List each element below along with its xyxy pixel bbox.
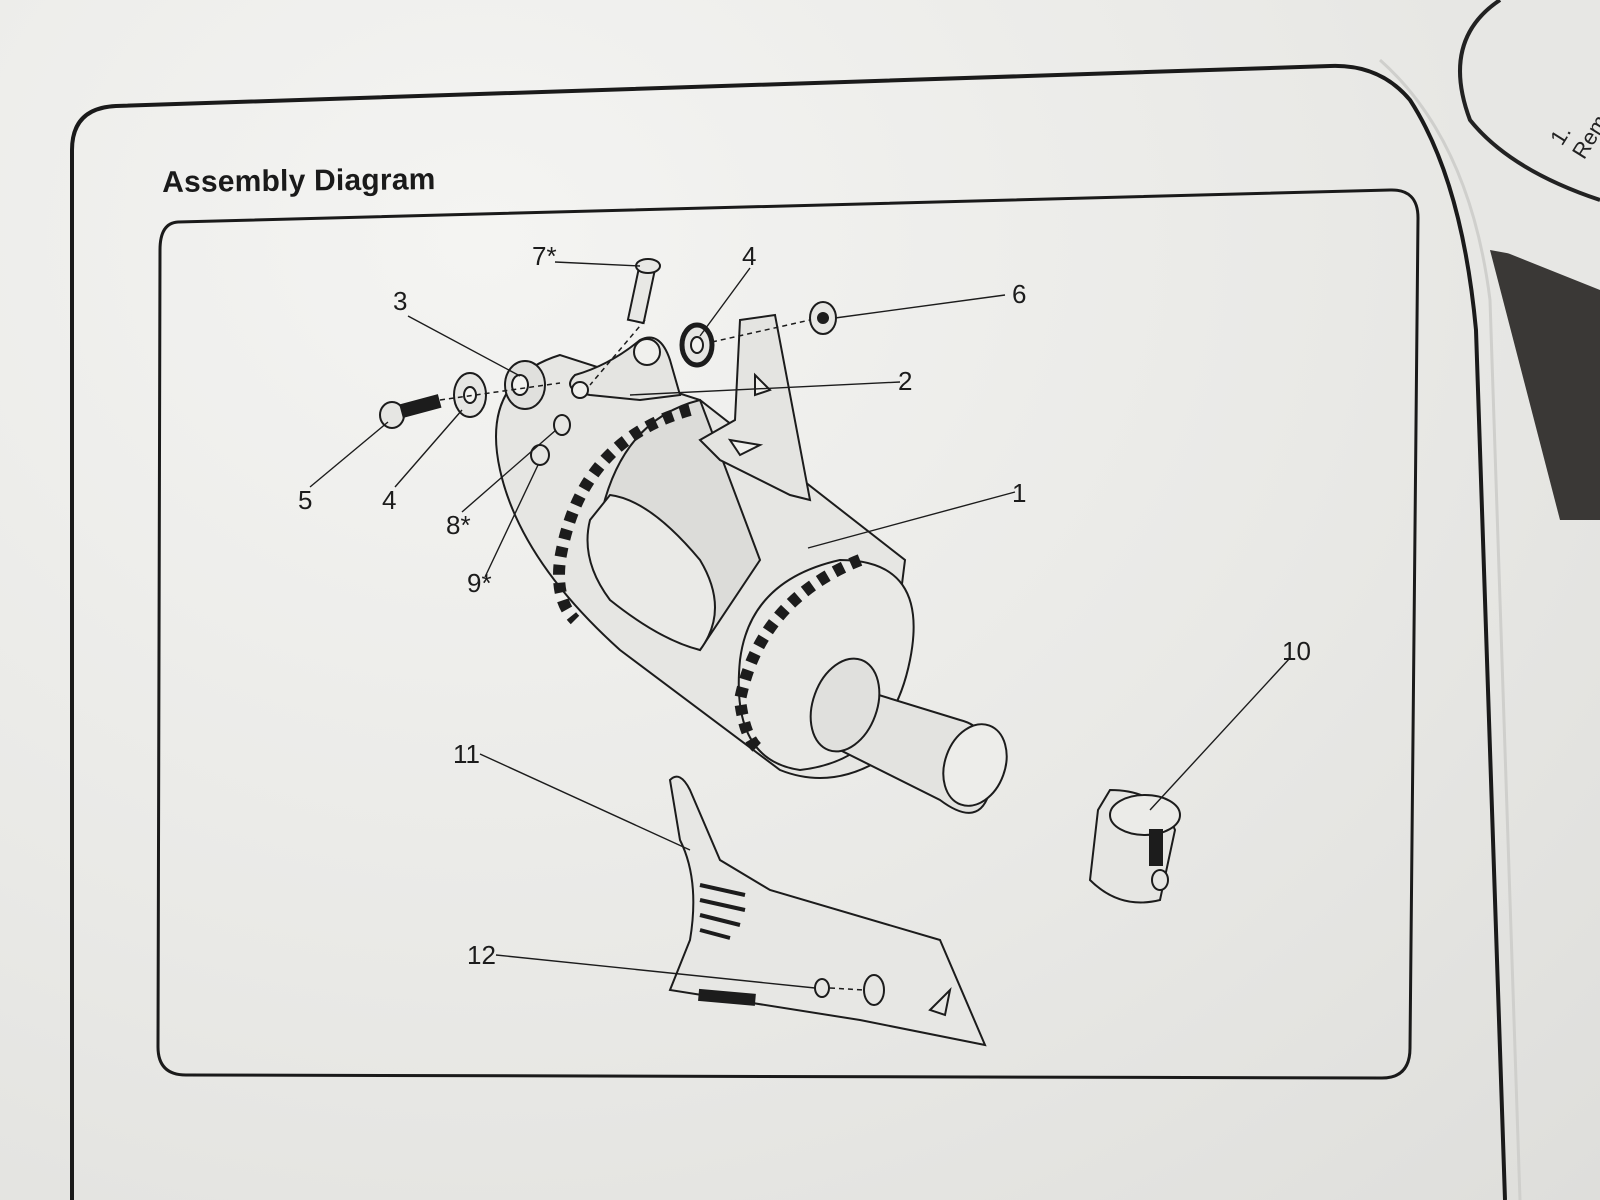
page-edge <box>1379 58 1522 1200</box>
callout-9: 9* <box>467 568 492 598</box>
second-sheet <box>1448 0 1600 290</box>
bolt-5 <box>379 394 442 429</box>
callout-10: 10 <box>1282 636 1311 666</box>
callout-4-top: 4 <box>742 241 757 271</box>
grommet-3 <box>504 360 546 410</box>
second-sheet-frame <box>1458 0 1600 202</box>
mounting-bracket <box>569 313 812 502</box>
table-corner <box>1490 250 1600 520</box>
assembly-axes <box>439 319 865 991</box>
nut-9 <box>530 444 550 466</box>
callout-2: 2 <box>898 366 913 396</box>
callout-11: 11 <box>453 739 480 769</box>
end-cap-10 <box>1088 788 1181 904</box>
screw-12 <box>814 974 885 1006</box>
callout-12: 12 <box>467 940 496 970</box>
muffler-bands <box>553 404 863 755</box>
outer-frame <box>70 63 1507 1200</box>
callout-7: 7* <box>532 241 557 271</box>
nut-8 <box>553 414 571 436</box>
callout-8: 8* <box>446 510 471 540</box>
heat-shield-11 <box>668 775 987 1047</box>
inner-frame <box>156 188 1420 1080</box>
callout-4-left: 4 <box>382 485 397 515</box>
nut-6 <box>809 301 837 335</box>
muffler-body <box>495 353 1008 814</box>
diagram-heading: Assembly Diagram <box>162 163 436 199</box>
bolt-7 <box>626 258 661 325</box>
leader-lines <box>309 261 1291 989</box>
callout-3: 3 <box>393 286 408 316</box>
callout-6: 6 <box>1012 279 1027 309</box>
callout-1: 1 <box>1012 478 1027 508</box>
callout-5: 5 <box>298 485 313 515</box>
washer-4b <box>679 322 715 368</box>
